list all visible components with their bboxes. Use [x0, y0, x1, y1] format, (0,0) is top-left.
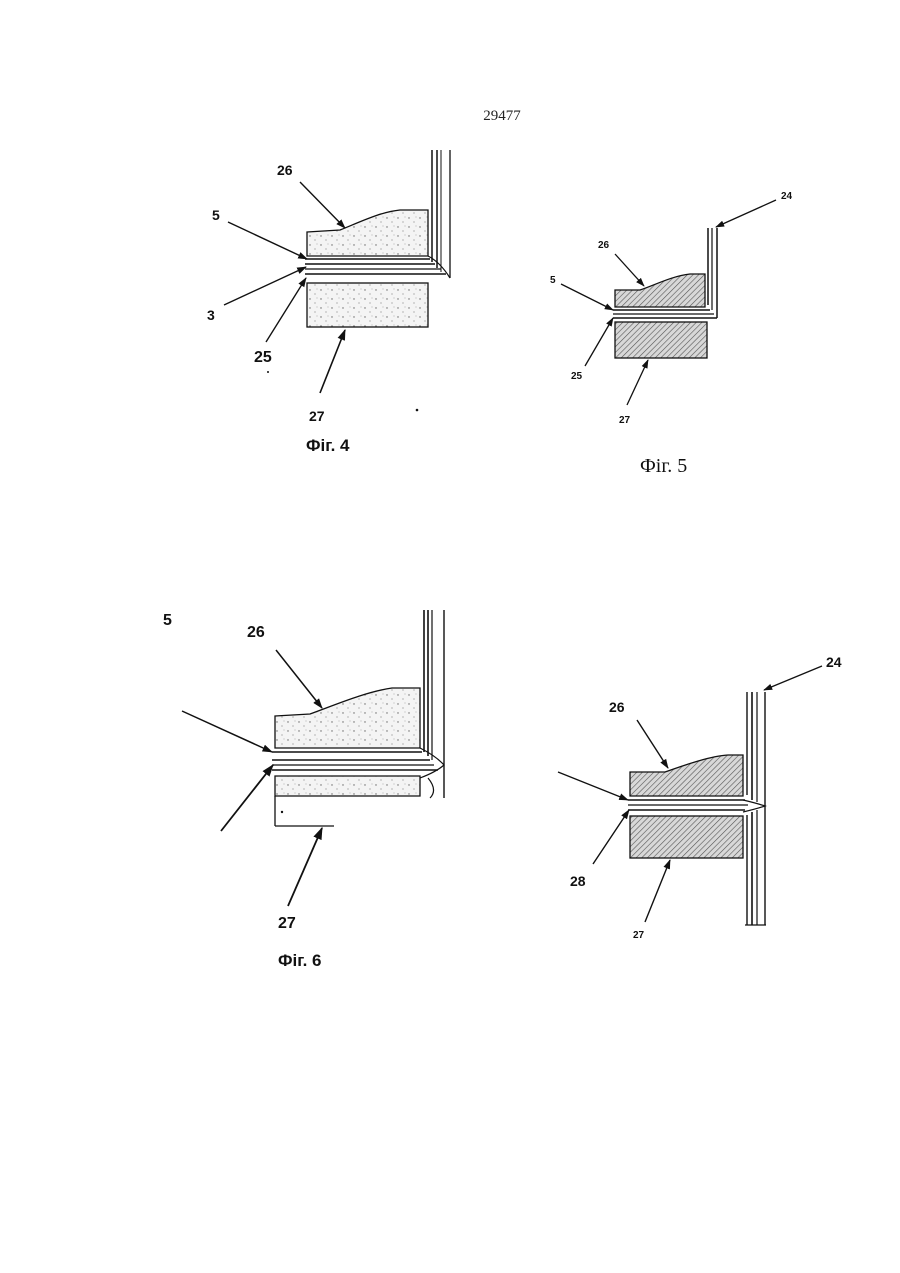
fig6-label-5: 5 [163, 612, 172, 629]
fig7-label-26: 26 [609, 699, 625, 715]
figure-5: 24 26 5 25 27 Фiг. 5 [550, 191, 793, 477]
fig6-label-26: 26 [247, 624, 265, 641]
fig5-label-24: 24 [781, 191, 793, 202]
figure-4: 26 5 3 25 27 Фiг. 4 [207, 150, 450, 455]
fig4-label-25: 25 [254, 349, 272, 366]
fig5-label-5: 5 [550, 275, 556, 286]
fig7-upper-block [630, 755, 743, 796]
fig7-label-24: 24 [826, 654, 842, 670]
fig7-label-28: 28 [570, 873, 586, 889]
fig4-lower-block [307, 283, 428, 327]
fig5-caption: Фiг. 5 [640, 455, 687, 477]
fig4-label-27: 27 [309, 408, 325, 424]
fig5-lower-block [615, 322, 707, 358]
fig6-label-27: 27 [278, 915, 296, 932]
figure-6: 5 26 27 Фiг. 6 [163, 610, 444, 970]
fig4-upper-block [307, 210, 428, 256]
fig6-upper-block [275, 688, 420, 748]
fig5-label-27: 27 [619, 415, 631, 426]
fig5-label-26: 26 [598, 240, 610, 251]
fig7-lower-block [630, 816, 743, 858]
fig4-label-5: 5 [212, 207, 220, 223]
fig7-label-27: 27 [633, 930, 645, 941]
fig5-label-25: 25 [571, 371, 583, 382]
fig4-label-3: 3 [207, 307, 215, 323]
fig6-lower-block [275, 776, 420, 796]
fig4-label-26: 26 [277, 162, 293, 178]
fig6-caption: Фiг. 6 [278, 951, 322, 970]
fig4-caption: Фiг. 4 [306, 436, 350, 455]
figure-7: 24 26 28 27 [558, 654, 842, 941]
fig5-upper-block [615, 274, 705, 307]
